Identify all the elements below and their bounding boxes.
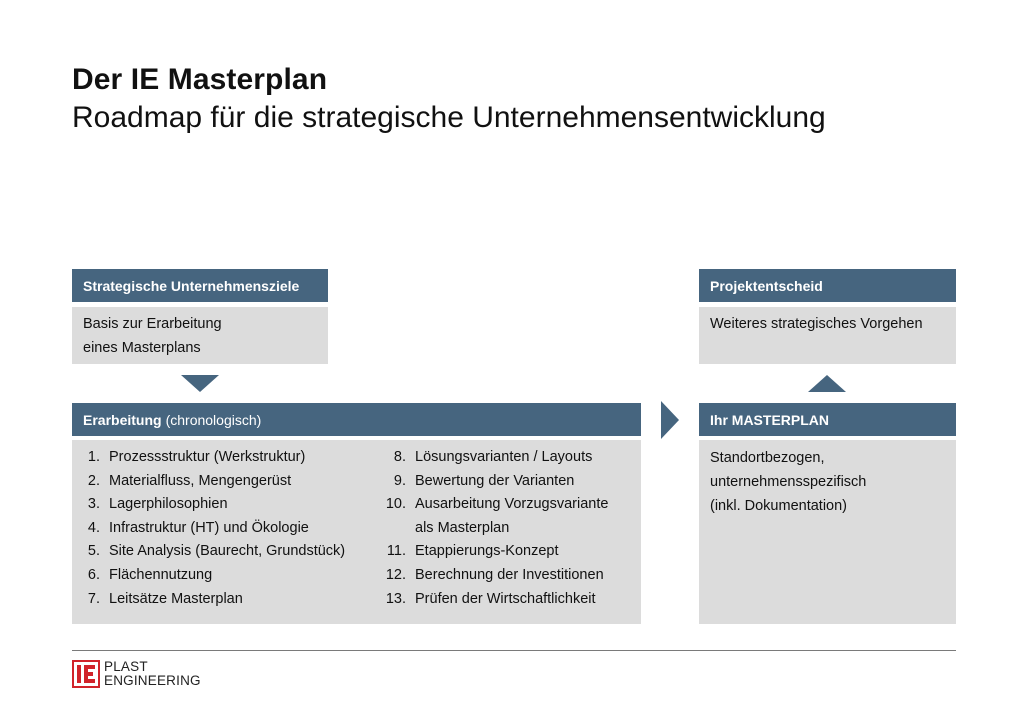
list-item: 8.Lösungsvarianten / Layouts — [393, 449, 593, 465]
masterplan-line: unternehmensspezifisch — [710, 474, 867, 490]
goals-header-label: Strategische Unternehmensziele — [83, 277, 300, 294]
plast-engineering-logo-icon — [72, 660, 100, 693]
list-item: 10.Ausarbeitung Vorzugsvariante — [385, 496, 609, 513]
page-subtitle: Roadmap für die strategische Unternehmen… — [72, 101, 826, 134]
list-item: 3.Lagerphilosophien — [87, 496, 228, 513]
logo-line2: ENGINEERING — [104, 673, 201, 688]
list-item: 1.Prozessstruktur (Werkstruktur) — [87, 449, 306, 465]
list-item: 4.Infrastruktur (HT) und Ökologie — [87, 519, 309, 536]
decision-header: Projektentscheid — [699, 269, 956, 302]
list-item: 11.Etappierungs-Konzept — [386, 543, 559, 560]
masterplan-line: (inkl. Dokumentation) — [710, 498, 847, 514]
elaboration-header-label: Erarbeitung — [83, 411, 162, 428]
list-item: 6.Flächennutzung — [87, 566, 213, 583]
list-item: 2.Materialfluss, Mengengerüst — [87, 472, 292, 489]
list-item: 5.Site Analysis (Baurecht, Grundstück) — [87, 543, 346, 560]
footer-divider — [72, 650, 956, 651]
logo-line1: PLAST — [104, 659, 148, 674]
decision-text: Weiteres strategisches Vorgehen — [710, 316, 923, 332]
elaboration-header-note: (chronologisch) — [165, 411, 262, 428]
arrow-right-icon — [661, 401, 679, 439]
goals-header: Strategische Unternehmensziele — [72, 269, 328, 302]
list-item: 13.Prüfen der Wirtschaftlichkeit — [385, 590, 596, 607]
elaboration-box — [72, 440, 641, 624]
masterplan-header: Ihr MASTERPLAN — [699, 403, 956, 436]
elaboration-list-right: 8.Lösungsvarianten / Layouts 9.Bewertung… — [380, 446, 609, 611]
logo-text: PLAST ENGINEERING — [104, 660, 201, 688]
masterplan-header-label: Ihr MASTERPLAN — [710, 411, 829, 428]
elaboration-header: Erarbeitung (chronologisch) — [72, 403, 641, 436]
page-title: Der IE Masterplan — [72, 63, 328, 96]
elaboration-list-left: 1.Prozessstruktur (Werkstruktur) 2.Mater… — [74, 446, 345, 611]
list-item: 9.Bewertung der Varianten — [393, 472, 575, 489]
list-item: 12.Berechnung der Investitionen — [385, 566, 604, 583]
goals-box: Basis zur Erarbeitung eines Masterplans — [72, 307, 328, 364]
list-item: 7.Leitsätze Masterplan — [87, 590, 243, 607]
list-item: als Masterplan — [415, 519, 510, 536]
goals-line: eines Masterplans — [83, 340, 201, 356]
decision-box: Weiteres strategisches Vorgehen — [699, 307, 956, 364]
goals-line: Basis zur Erarbeitung — [83, 316, 222, 332]
decision-header-label: Projektentscheid — [710, 277, 823, 294]
masterplan-box: Standortbezogen, unternehmensspezifisch … — [699, 440, 956, 624]
arrow-up-icon — [808, 375, 846, 392]
masterplan-line: Standortbezogen, — [710, 450, 825, 466]
arrow-down-icon — [181, 375, 219, 392]
